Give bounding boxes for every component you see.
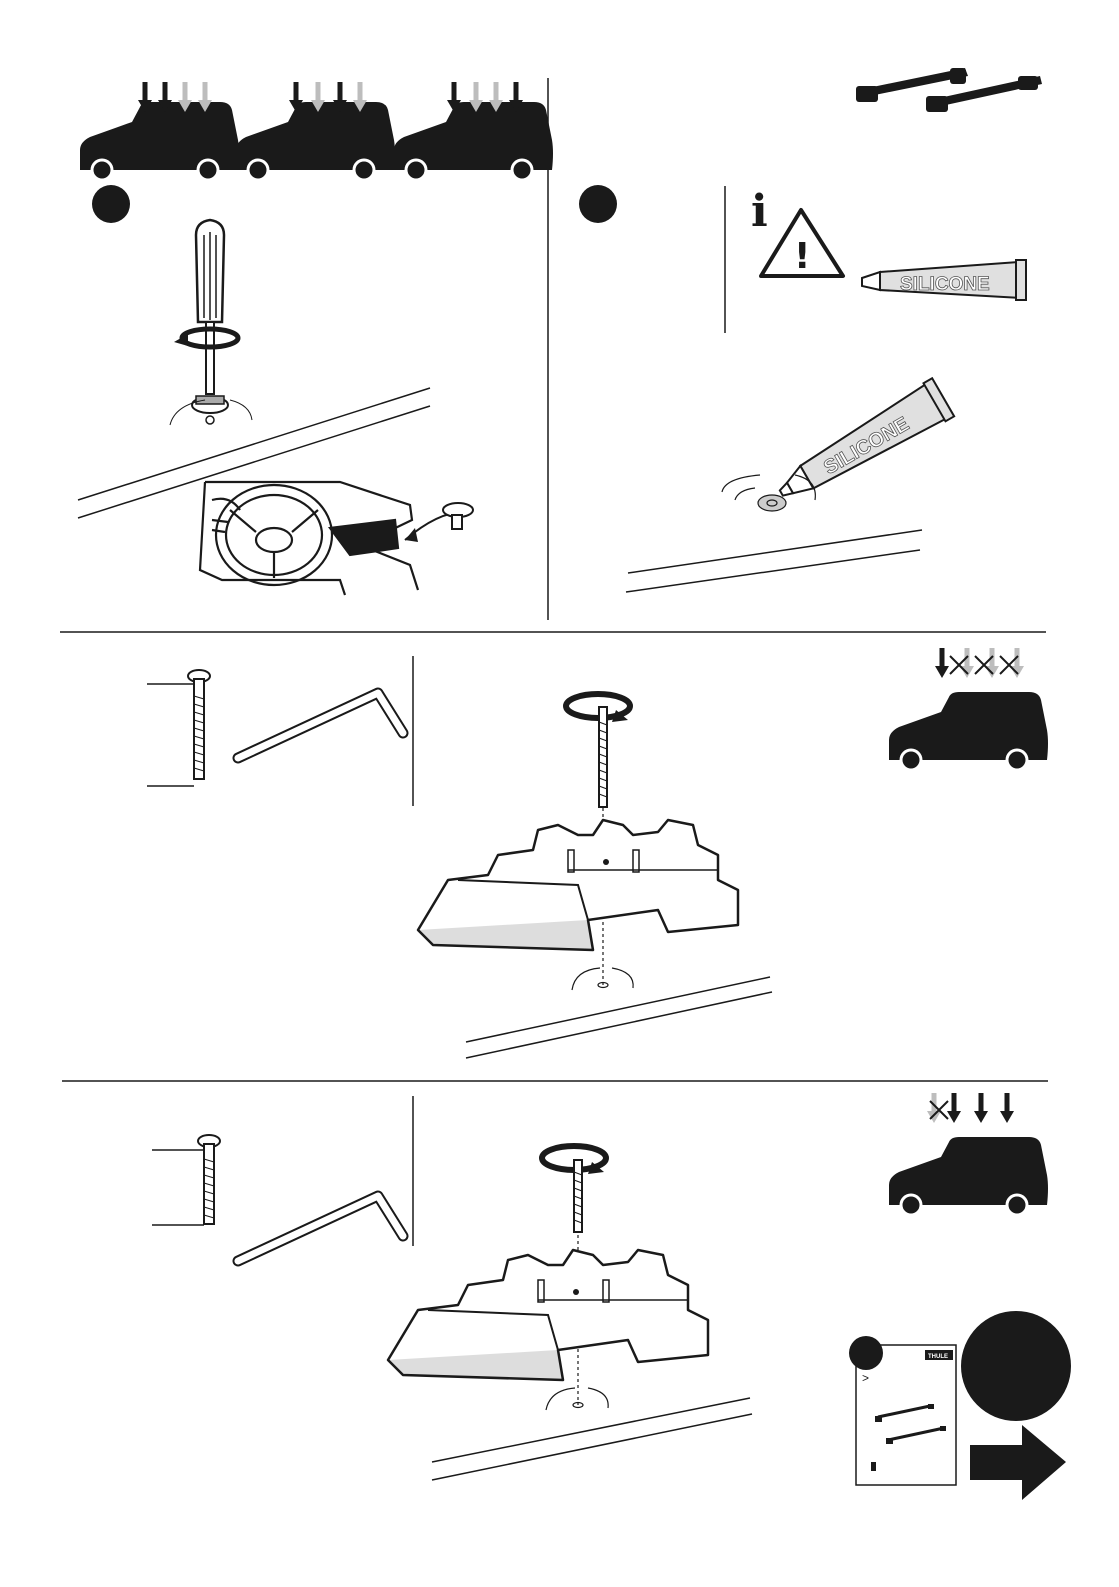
roof-bar-icon bbox=[856, 68, 1042, 112]
step-circle-2 bbox=[579, 185, 617, 223]
roof-rail-mid bbox=[466, 977, 772, 1058]
bolt-bottom-icon bbox=[574, 1160, 582, 1232]
allen-key-icon-2 bbox=[238, 1196, 403, 1261]
foot-pad-mid bbox=[418, 820, 738, 950]
car-load-diagram-1 bbox=[80, 82, 239, 180]
screwdriver-icon bbox=[170, 220, 252, 425]
roof-rail-top-right bbox=[626, 530, 922, 592]
silicone-label-top: SILICONE bbox=[900, 274, 990, 295]
bolt-mid-icon bbox=[599, 707, 607, 807]
roof-rail-bottom bbox=[432, 1398, 752, 1480]
bolt-short-icon bbox=[152, 1135, 220, 1225]
mini-manual-chevron: > bbox=[862, 1371, 869, 1385]
car-load-diagram-3 bbox=[394, 82, 553, 180]
info-icon: i bbox=[751, 186, 768, 237]
car-load-diagram-mid bbox=[889, 648, 1048, 770]
silicone-tube-top: SILICONE bbox=[862, 260, 1026, 300]
foot-pad-bottom bbox=[388, 1250, 708, 1380]
mini-manual-icon: THULE > bbox=[849, 1336, 956, 1485]
car-load-diagram-2 bbox=[236, 82, 395, 180]
warning-icon-glyph: ! bbox=[794, 236, 810, 277]
screw-cap-icon bbox=[443, 503, 473, 529]
info-icon-glyph: i bbox=[751, 186, 768, 237]
hole-bottom bbox=[546, 1388, 608, 1410]
steering-wheel-icon bbox=[200, 482, 418, 595]
mini-manual-brand: THULE bbox=[928, 1354, 948, 1360]
warning-triangle-icon: ! bbox=[761, 210, 843, 277]
step-circle-large bbox=[961, 1311, 1071, 1421]
silicone-tube-bottom: SILICONE bbox=[769, 378, 954, 510]
allen-key-icon-1 bbox=[238, 693, 403, 758]
step-circle-1 bbox=[92, 185, 130, 223]
bolt-long-icon bbox=[147, 670, 210, 786]
right-arrow-icon bbox=[970, 1425, 1066, 1500]
car-load-diagram-bottom bbox=[889, 1093, 1048, 1215]
